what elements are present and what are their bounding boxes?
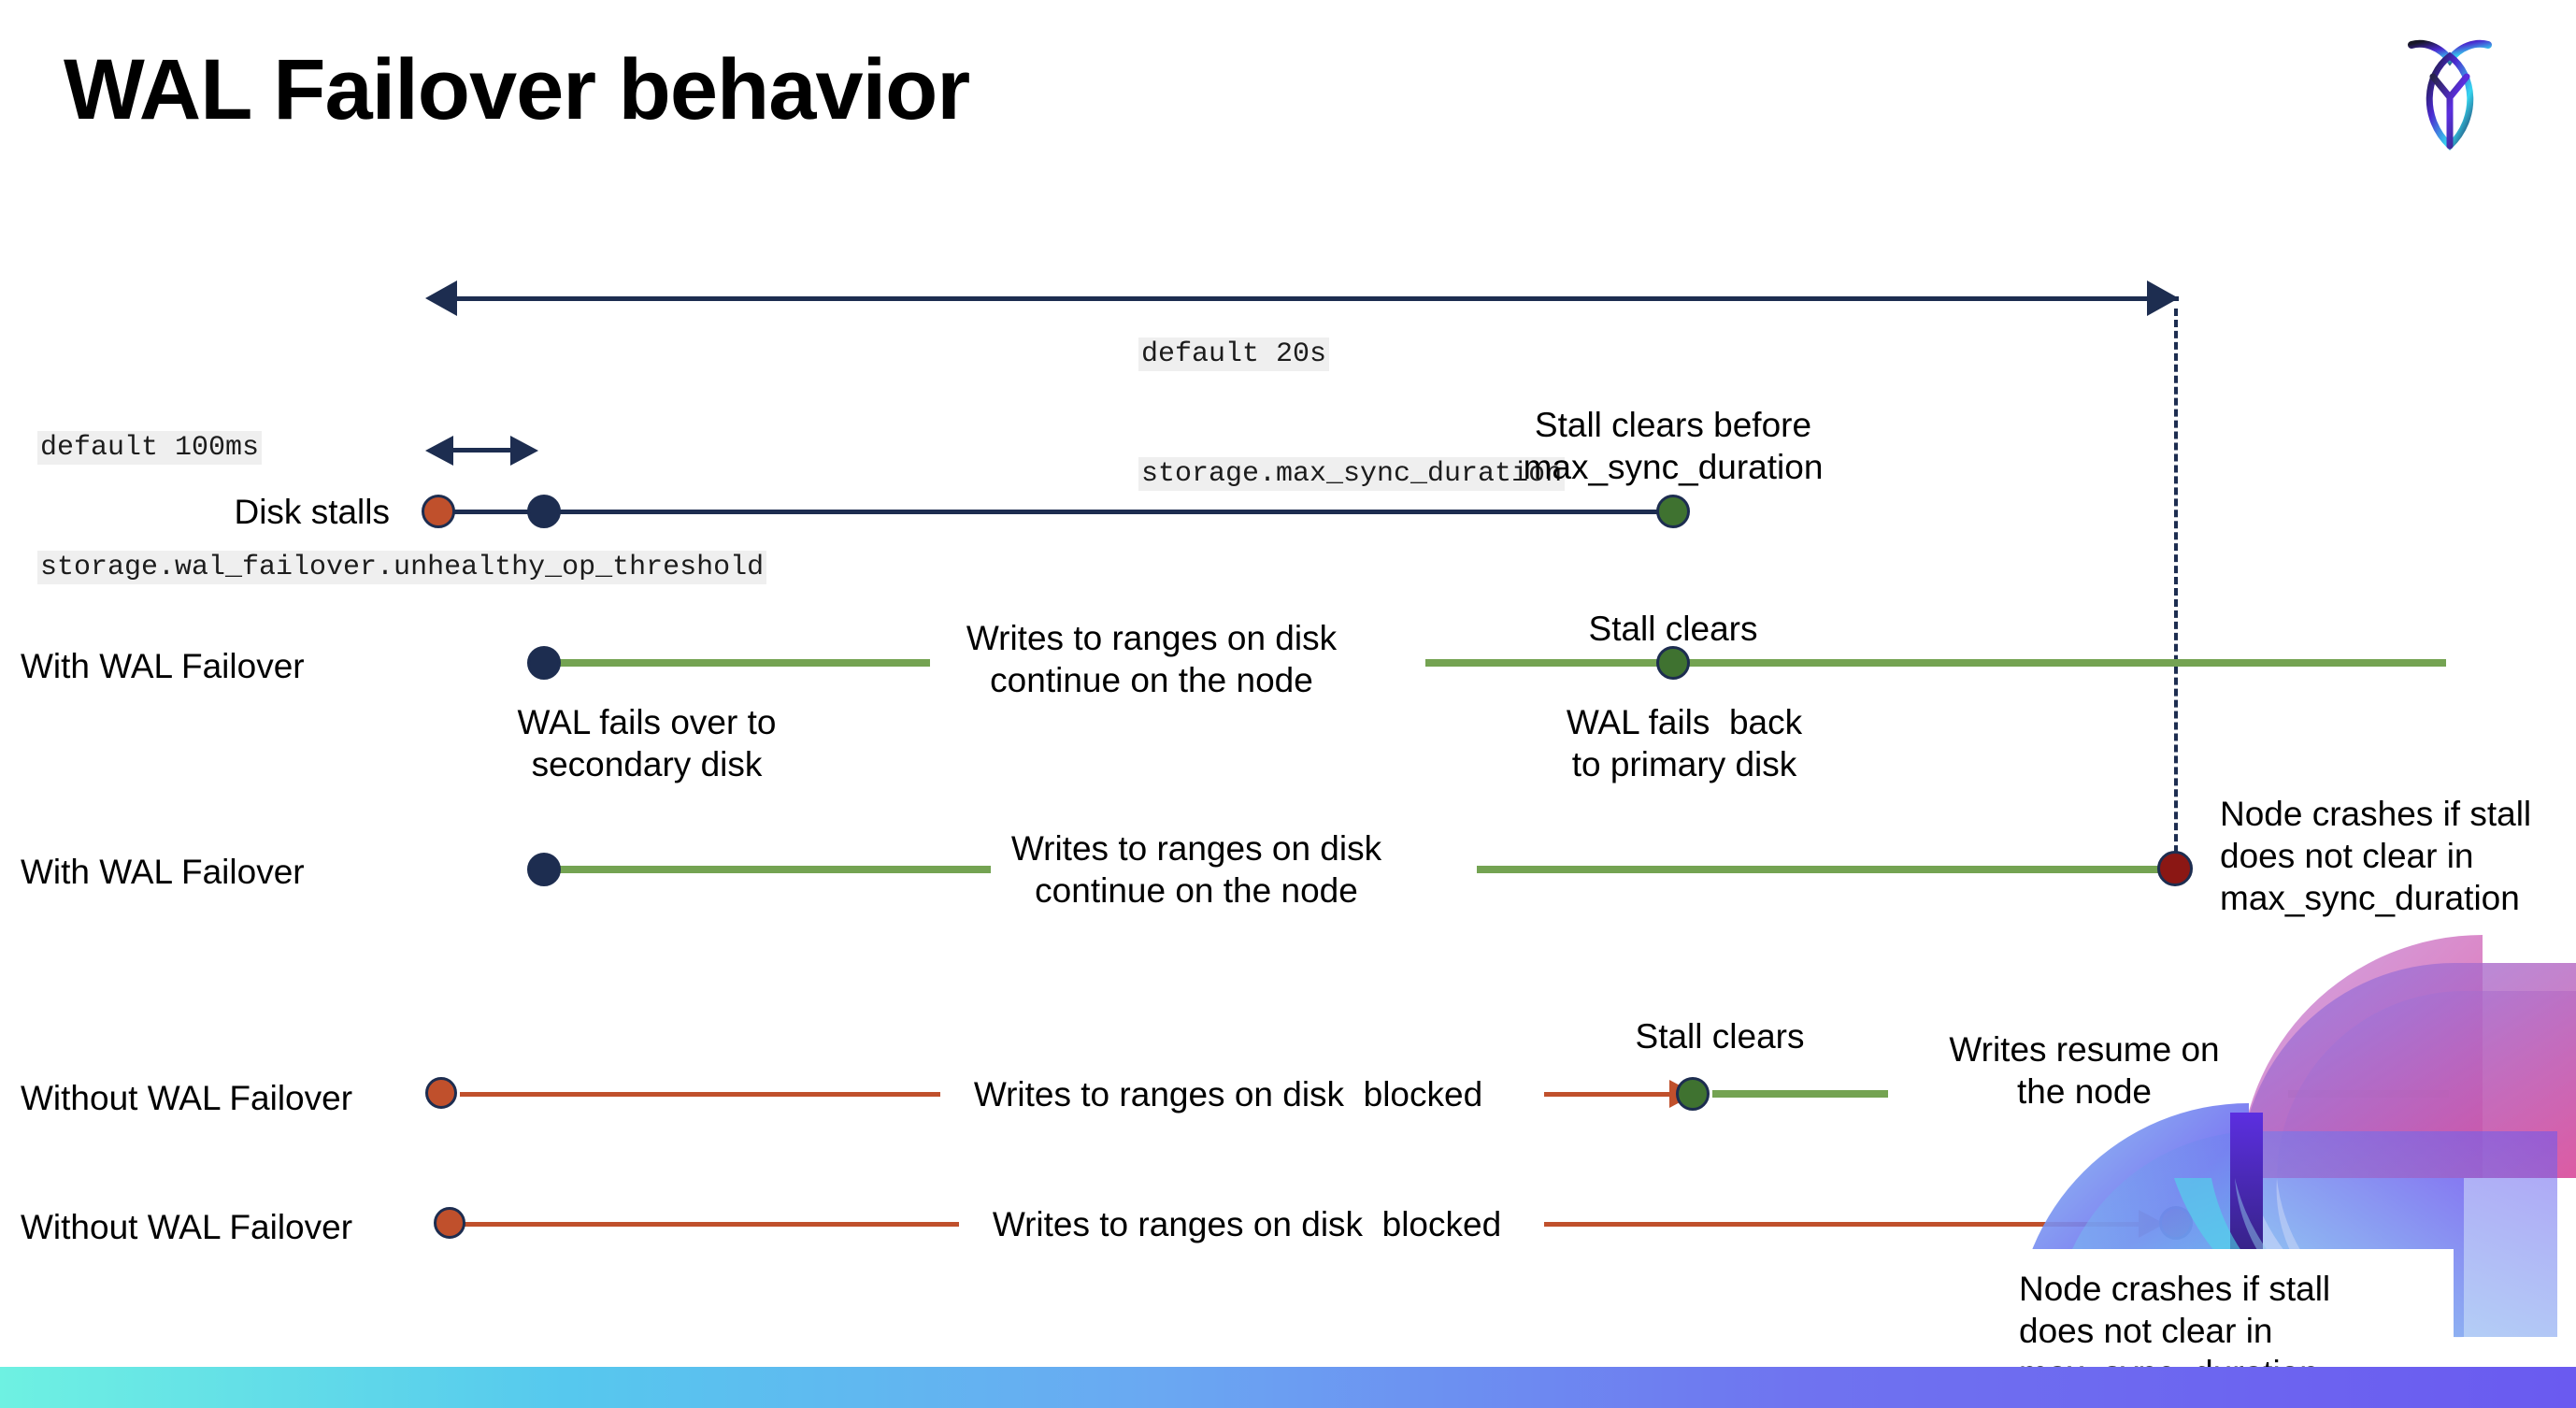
unhealthy-op-setting-label: storage.wal_failover.unhealthy_op_thresh…: [37, 550, 767, 584]
without-failover-1-resume-b: [2288, 1090, 2449, 1098]
unhealthy-threshold-arrow-left-head: [425, 436, 453, 466]
unhealthy-threshold-arrow-right-head: [510, 436, 538, 466]
max-sync-arrow-left-head: [425, 280, 457, 316]
max-sync-arrow-right-head: [2147, 280, 2179, 316]
wal-failover-2-failover-dot: [527, 853, 561, 886]
note-wal-fails-over: WAL fails over to secondary disk: [517, 703, 777, 784]
row-label-with-wal-failover-2: With WAL Failover: [21, 853, 305, 891]
note-wal-fails-back: WAL fails back to primary disk: [1566, 703, 1803, 784]
note-stall-clears-1: Stall clears: [1588, 610, 1758, 648]
wal-failover-1-clear-dot: [1656, 646, 1690, 680]
without-failover-2-blocked-a: [460, 1222, 959, 1227]
without-failover-2-start-dot: [434, 1207, 465, 1239]
note-writes-blocked-2: Writes to ranges on disk blocked: [992, 1205, 1502, 1243]
max-sync-dashed-guide: [2174, 309, 2178, 875]
row-label-without-wal-failover-2: Without WAL Failover: [21, 1208, 353, 1246]
without-failover-1-start-dot: [425, 1077, 457, 1109]
without-failover-2-blocked-b: [1544, 1222, 2146, 1227]
wal-failover-1-segment-b: [1425, 659, 2446, 667]
page-title: WAL Failover behavior: [64, 42, 970, 137]
wal-failover-2-segment-a: [542, 866, 991, 873]
unhealthy-threshold-arrow-line: [452, 448, 510, 453]
note-stall-clears-before: Stall clears before max_sync_duration: [1523, 406, 1824, 487]
max-sync-duration-annotation: default 20s storage.max_sync_duration: [1138, 255, 1566, 574]
note-node-crashes-1: Node crashes if stall does not clear in …: [2220, 795, 2532, 918]
note-writes-continue-1: Writes to ranges on disk continue on the…: [966, 619, 1338, 700]
wal-failover-2-crash-dot: [2157, 851, 2193, 886]
unhealthy-op-default-label: default 100ms: [37, 431, 263, 466]
note-writes-continue-2: Writes to ranges on disk continue on the…: [1010, 829, 1382, 911]
disk-stalls-start-dot: [422, 495, 455, 528]
without-failover-2-crash-dot: [2159, 1206, 2193, 1240]
disk-stalls-timeline: [439, 510, 1675, 514]
without-failover-1-clear-dot: [1676, 1077, 1710, 1111]
wal-failover-1-failover-dot: [527, 646, 561, 680]
row-label-without-wal-failover-1: Without WAL Failover: [21, 1079, 353, 1117]
max-sync-default-label: default 20s: [1138, 338, 1330, 372]
row-label-disk-stalls: Disk stalls: [234, 493, 390, 531]
cockroachdb-logo: [2389, 28, 2511, 159]
without-failover-1-resume-a: [1712, 1090, 1888, 1098]
wal-failover-2-segment-b: [1477, 866, 2180, 873]
note-writes-resume: Writes resume on the node: [1949, 1030, 2220, 1112]
note-stall-clears-2: Stall clears: [1635, 1017, 1805, 1056]
max-sync-setting-label: storage.max_sync_duration: [1138, 456, 1566, 491]
note-writes-blocked-1: Writes to ranges on disk blocked: [973, 1075, 1483, 1113]
bottom-gradient-bar: [0, 1367, 2576, 1408]
max-sync-arrow-line: [456, 296, 2179, 301]
disk-stalls-failover-dot: [527, 495, 561, 528]
without-failover-1-blocked-b: [1544, 1092, 1677, 1097]
unhealthy-op-threshold-annotation: default 100ms storage.wal_failover.unhea…: [37, 349, 767, 668]
wal-failover-1-segment-a: [542, 659, 930, 667]
disk-stalls-clear-dot: [1656, 495, 1690, 528]
row-label-with-wal-failover-1: With WAL Failover: [21, 647, 305, 685]
without-failover-1-blocked-a: [460, 1092, 940, 1097]
